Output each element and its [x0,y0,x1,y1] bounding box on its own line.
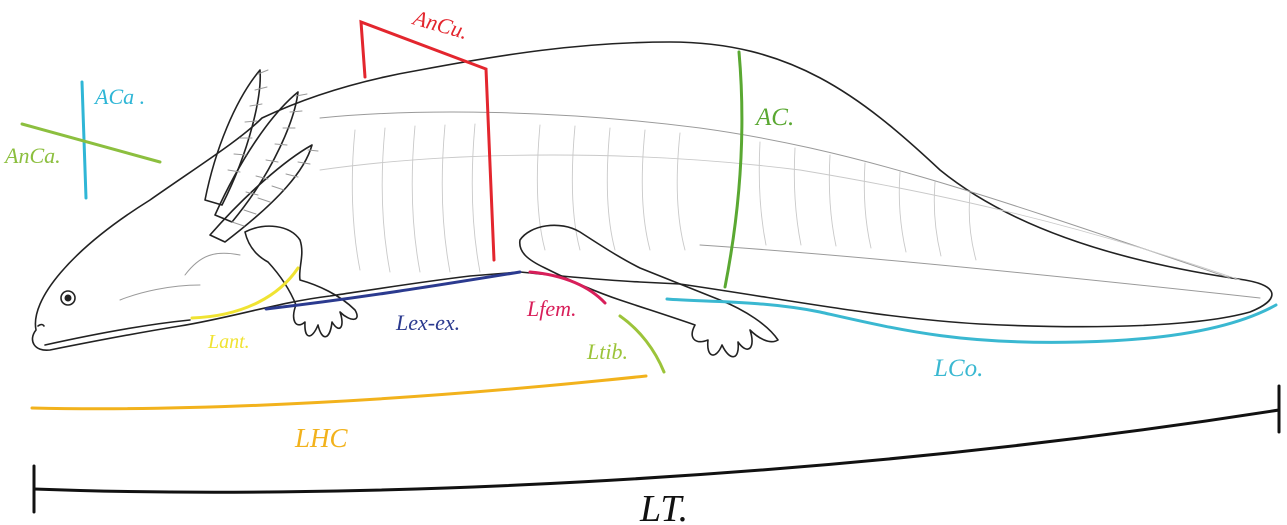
lateral-line [320,155,1240,280]
label-anca: AnCa. [3,143,61,168]
label-lex-ex: Lex-ex. [395,310,460,335]
label-lant: Lant. [207,331,250,353]
cheek-line [120,285,200,300]
eye-pupil [65,295,72,302]
lant-line [192,268,298,318]
label-lhc: LHC [294,423,349,453]
label-lco: LCo. [933,355,983,382]
label-lfem: Lfem. [526,296,577,321]
measurements [22,22,1279,512]
external-gills [205,70,318,242]
label-ancu: AnCu. [409,4,471,44]
tail-fin-line [700,245,1260,298]
label-aca: ACa . [93,84,145,109]
body-outline [32,42,1271,350]
front-limb [245,226,357,337]
label-lt: LT. [639,488,688,525]
gill-fold [185,253,240,275]
lt-line [34,410,1279,492]
dorsal-ridge [320,112,1230,278]
label-ac: AC. [754,104,794,131]
costal-grooves [352,124,976,272]
labels: ACa . AnCa. AnCu. AC. Lant. Lex-ex. Lfem… [3,4,983,525]
ac-line [725,52,742,287]
nostril [38,325,44,327]
mouth-line [45,320,190,345]
label-ltib: Ltib. [586,339,628,364]
lhc-line [32,376,646,409]
axolotl-illustration [32,42,1271,357]
lex-ex-line [266,272,520,309]
